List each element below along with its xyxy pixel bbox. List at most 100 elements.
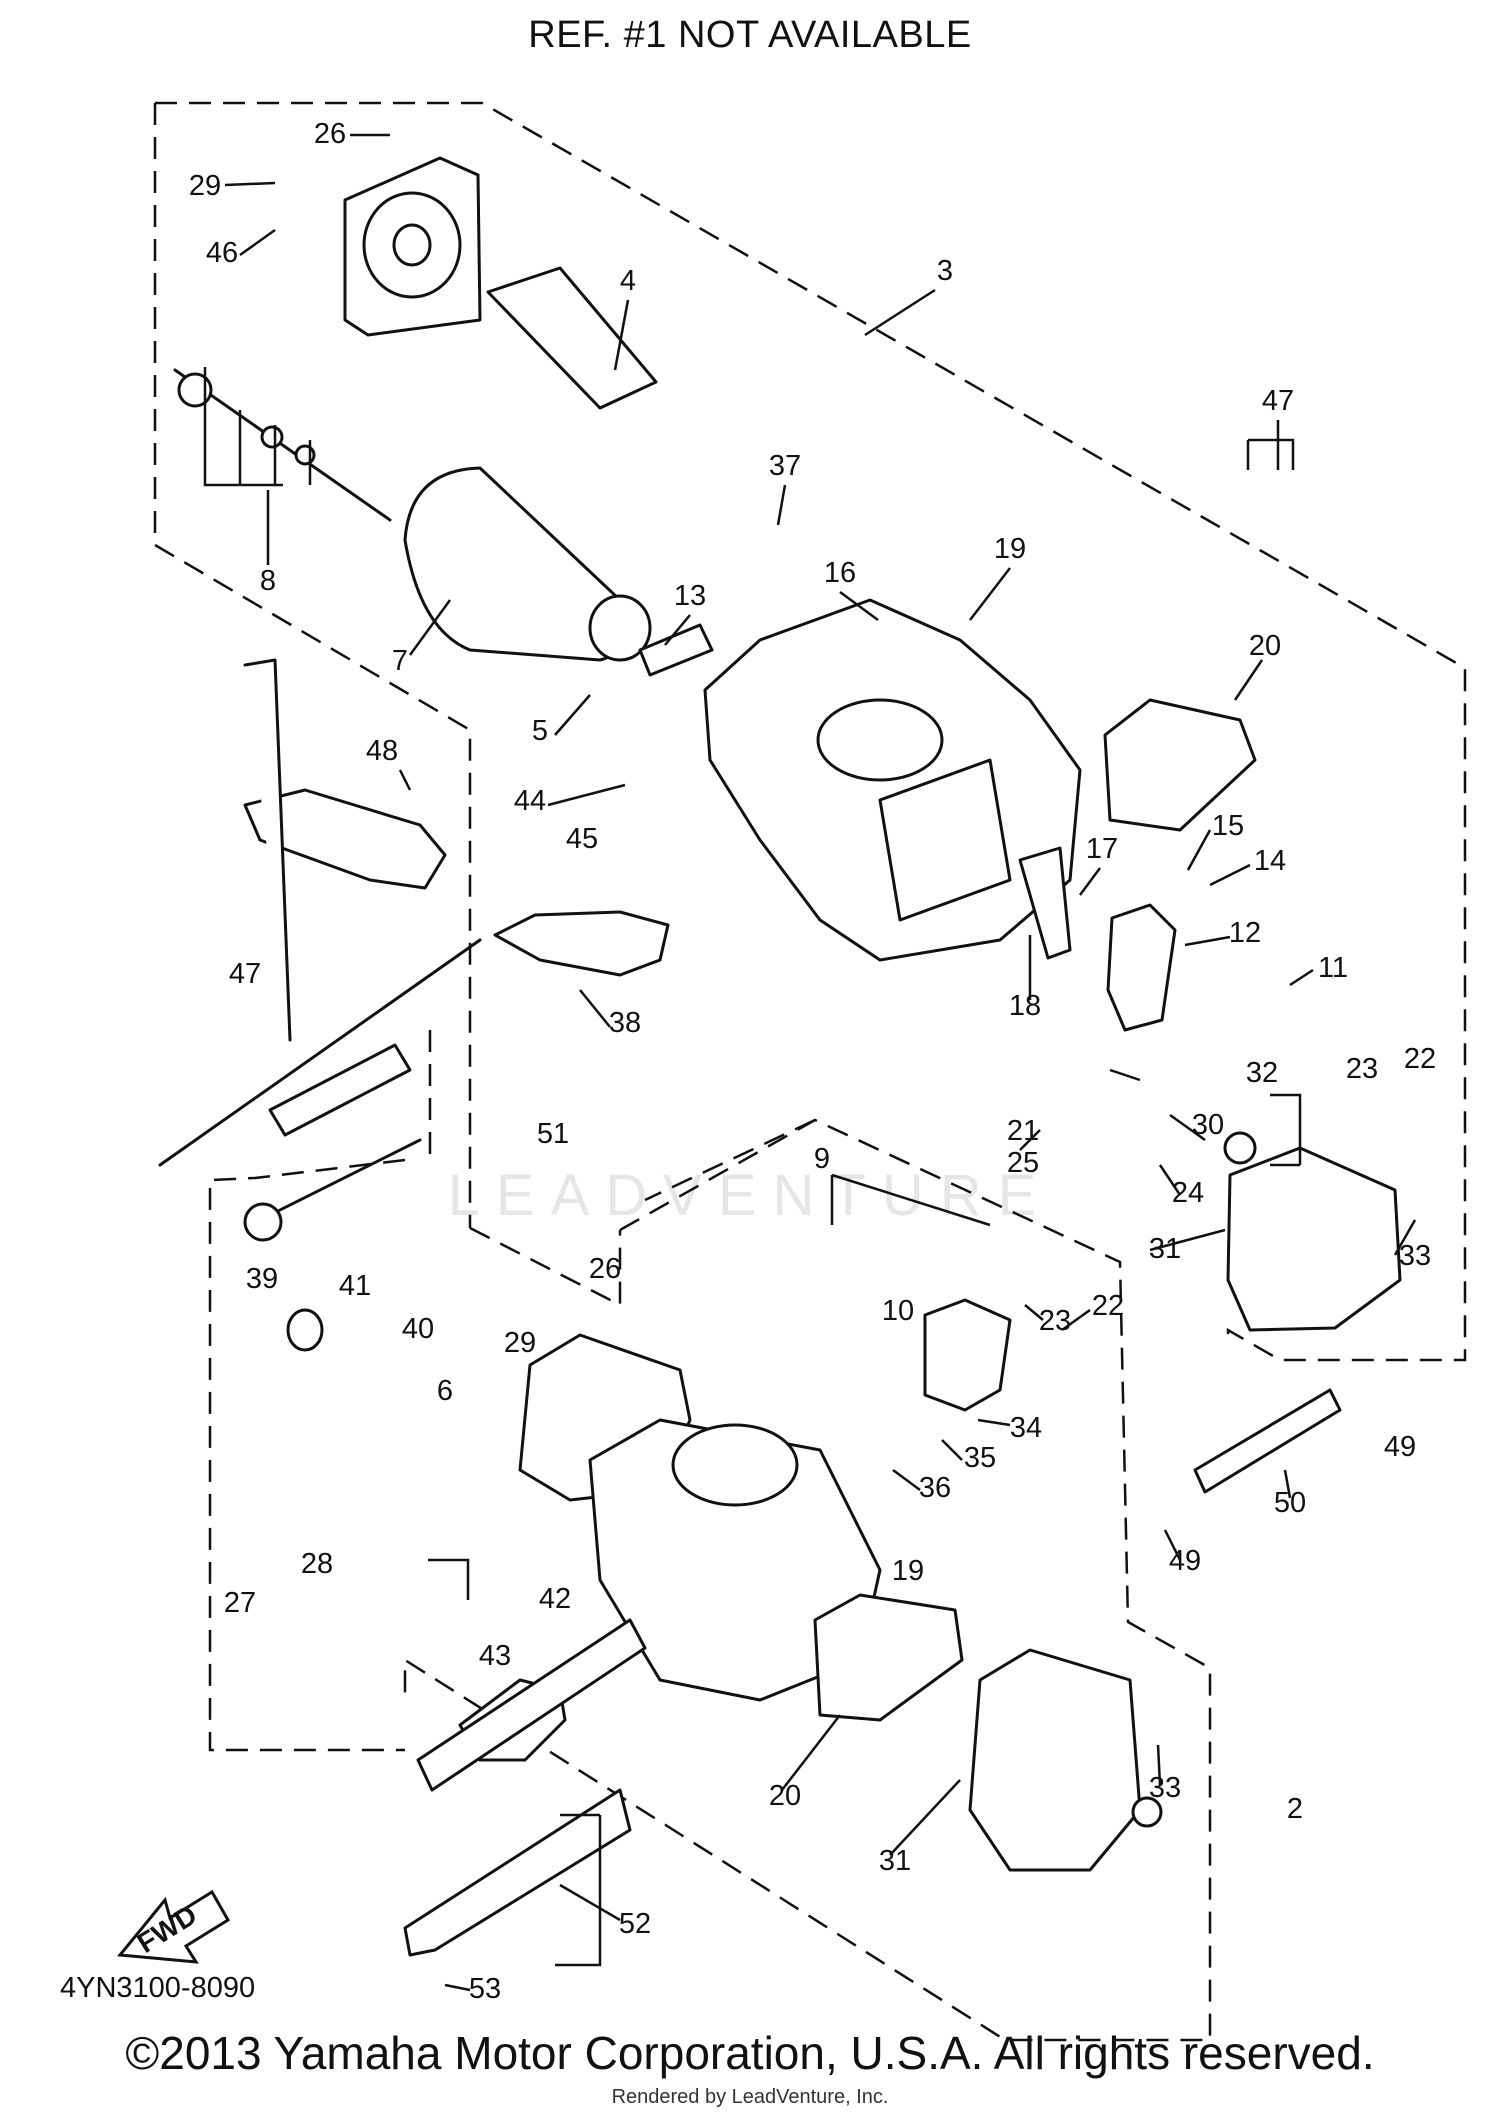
leader-2 <box>224 181 276 187</box>
callout-17: 17 <box>1086 833 1118 865</box>
callout-22: 22 <box>1404 1043 1436 1075</box>
callout-34: 34 <box>1010 1412 1042 1444</box>
leader-19 <box>1078 867 1102 896</box>
callout-23: 23 <box>1346 1053 1378 1085</box>
leader-lines <box>203 133 1417 1992</box>
link-body-11 <box>1106 903 1177 1032</box>
callout-9: 9 <box>814 1143 830 1175</box>
callout-14: 14 <box>1254 845 1286 877</box>
screw-spring-47 <box>268 1043 412 1137</box>
callout-25: 25 <box>1007 1147 1039 1179</box>
leader-12 <box>664 614 691 646</box>
callout-30: 30 <box>1192 1109 1224 1141</box>
piston-end <box>588 594 652 662</box>
link-plate-lower <box>403 1788 632 1957</box>
leader-34 <box>892 1468 921 1492</box>
callout-40: 40 <box>402 1313 434 1345</box>
leader-14 <box>554 694 591 736</box>
leader-21 <box>1289 968 1314 987</box>
lever-38 <box>493 910 670 977</box>
callout-43: 43 <box>479 1640 511 1672</box>
callout-26: 26 <box>589 1253 621 1285</box>
assembly-boundary-1 <box>155 101 1467 1362</box>
spring-4 <box>486 266 658 410</box>
leader-23 <box>579 989 611 1028</box>
callout-13: 13 <box>674 580 706 612</box>
fwd-arrow-shape <box>117 1889 231 1964</box>
leader-11 <box>839 590 879 622</box>
callout-49: 49 <box>1384 1431 1416 1463</box>
leader-7 <box>408 599 452 656</box>
assembly-boundary-6 <box>644 1118 816 1202</box>
leader-31 <box>1024 1304 1044 1321</box>
callout-19: 19 <box>994 533 1026 565</box>
callout-44: 44 <box>514 785 546 817</box>
fwd-arrow-icon: FWD <box>117 1889 231 1964</box>
callout-33: 33 <box>1149 1772 1181 1804</box>
leader-18 <box>1209 863 1251 887</box>
callout-7: 7 <box>392 645 408 677</box>
callout-46: 46 <box>206 237 238 269</box>
callout-38: 38 <box>609 1007 641 1039</box>
callout-37: 37 <box>769 450 801 482</box>
bracket-10 <box>923 1298 1012 1412</box>
leader-28 <box>1149 1228 1226 1252</box>
callout-51: 51 <box>537 1118 569 1150</box>
group-bracket-1 <box>203 367 312 487</box>
bowl-screw-33-lower <box>1131 1796 1163 1828</box>
needle-ring <box>294 444 316 466</box>
callout-4: 4 <box>620 265 636 297</box>
needle-clip <box>177 372 213 408</box>
callout-36: 36 <box>919 1472 951 1504</box>
leader-9 <box>776 484 787 526</box>
leader-13 <box>1233 659 1264 701</box>
watermark-layer: LEADVENTURE <box>448 1163 1037 1228</box>
guide-rod <box>243 658 292 1042</box>
leader-37 <box>781 1714 841 1791</box>
callout-20: 20 <box>1249 630 1281 662</box>
callout-18: 18 <box>1009 990 1041 1022</box>
callout-23: 23 <box>1039 1305 1071 1337</box>
leader-36 <box>1163 1529 1182 1561</box>
callout-48: 48 <box>366 735 398 767</box>
callout-50: 50 <box>1274 1487 1306 1519</box>
spring-6 <box>416 1618 647 1792</box>
leader-10 <box>969 567 1011 621</box>
callout-53: 53 <box>469 1973 501 2005</box>
callout-29: 29 <box>189 170 221 202</box>
float-bowl-31-lower <box>968 1648 1142 1872</box>
callout-5: 5 <box>532 715 548 747</box>
callout-3: 3 <box>937 255 953 287</box>
leader-4 <box>613 299 630 371</box>
leader-25 <box>1169 1113 1206 1142</box>
callout-39: 39 <box>246 1263 278 1295</box>
bowl-screw-33 <box>1223 1131 1257 1165</box>
callout-42: 42 <box>539 1583 571 1615</box>
plug-41 <box>286 1308 324 1352</box>
leader-40 <box>559 1883 621 1922</box>
leader-26 <box>1019 1129 1041 1151</box>
leader-17 <box>1186 829 1212 871</box>
callout-35: 35 <box>964 1442 996 1474</box>
callout-2: 2 <box>1287 1793 1303 1825</box>
assembly-boundary-2 <box>153 103 472 1228</box>
venturi-lower <box>671 1423 799 1507</box>
venturi-upper <box>816 698 944 782</box>
leader-33 <box>941 1439 963 1461</box>
callout-47: 47 <box>229 958 261 990</box>
float-chamber-upper <box>878 758 1012 922</box>
throttle-shaft <box>158 938 482 1167</box>
callout-28: 28 <box>301 1548 333 1580</box>
ref-note: REF. #1 NOT AVAILABLE <box>528 14 972 56</box>
callout-8: 8 <box>260 565 276 597</box>
cover-boss <box>392 223 432 267</box>
leader-38 <box>1156 1744 1162 1786</box>
callout-47: 47 <box>1262 385 1294 417</box>
callout-19: 19 <box>892 1555 924 1587</box>
callout-32: 32 <box>1246 1057 1278 1089</box>
callout-52: 52 <box>619 1908 651 1940</box>
group-bracket-3 <box>1270 1093 1302 1167</box>
drawing-code: 4YN3100-8090 <box>60 1972 256 2004</box>
callout-11: 11 <box>1318 952 1348 984</box>
